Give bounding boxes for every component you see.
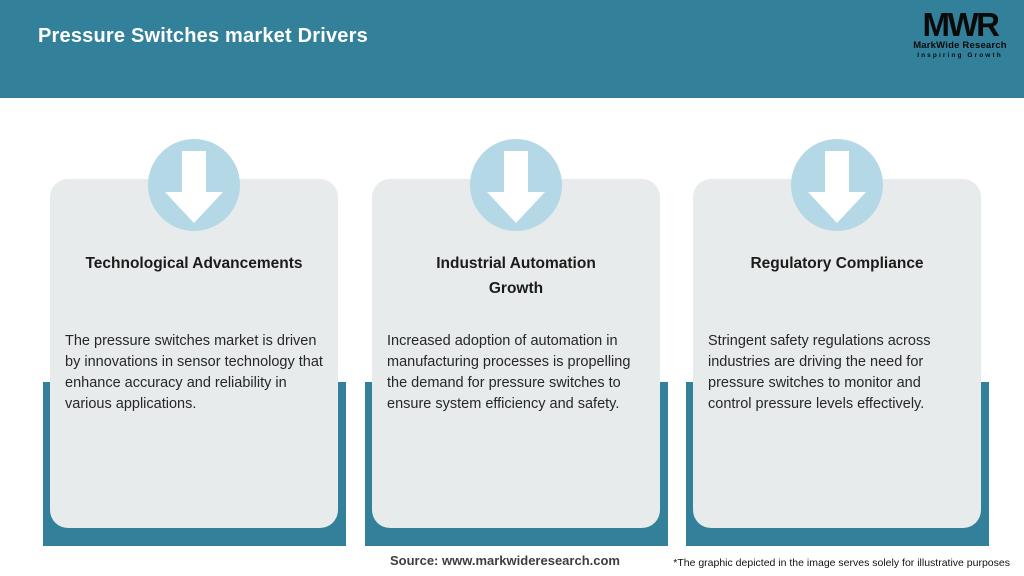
header-bar: Pressure Switches market Drivers MWR Mar… [0,0,1024,98]
card-title: Regulatory Compliance [750,255,924,272]
logo-acronym-text: MWR [922,6,1000,43]
card-title: Industrial Automation Growth [436,255,596,297]
logo-tagline: Inspiring Growth [917,52,1003,59]
markwide-logo: MWR MarkWide Research Inspiring Growth [912,6,1008,60]
logo-company-name: MarkWide Research [913,40,1007,51]
down-arrow-icon [791,139,883,231]
disclaimer-note: *The graphic depicted in the image serve… [673,557,1010,569]
page-title: Pressure Switches market Drivers [38,25,368,47]
card-description: Stringent safety regulations across indu… [708,333,931,412]
card-title: Technological Advancements [85,255,303,272]
source-note: Source: www.markwideresearch.com [389,553,620,568]
driver-card-regulatory-compliance: Regulatory Compliance Stringent safety r… [686,139,989,546]
down-arrow-icon [470,139,562,231]
card-description: The pressure switches market is driven b… [65,333,323,412]
driver-card-technological-advancements: Technological Advancements The pressure … [43,139,346,546]
card-description: Increased adoption of automation in manu… [387,333,631,412]
driver-card-industrial-automation-growth: Industrial Automation Growth Increased a… [365,139,668,546]
card-panel: Regulatory Compliance Stringent safety r… [693,179,981,528]
card-panel: Technological Advancements The pressure … [50,179,338,528]
down-arrow-icon [148,139,240,231]
card-panel: Industrial Automation Growth Increased a… [372,179,660,528]
